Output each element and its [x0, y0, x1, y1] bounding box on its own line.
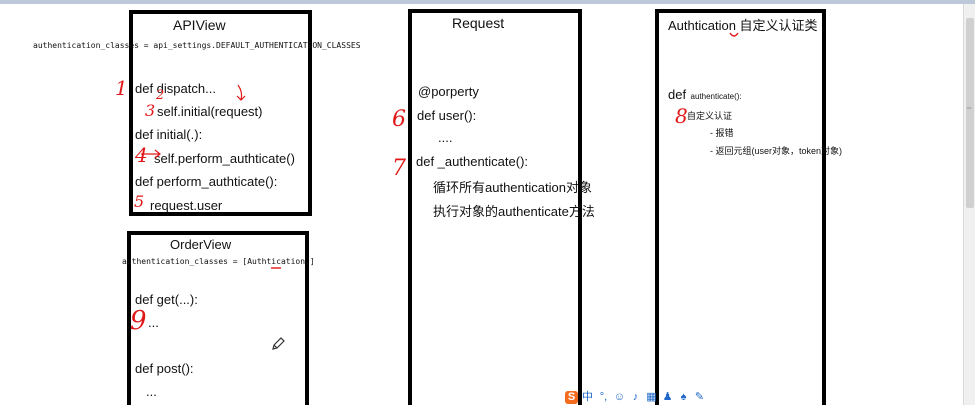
sogou-logo-icon[interactable]: S	[565, 390, 578, 404]
red-arrow-icon	[236, 84, 246, 101]
user-icon[interactable]: ♟	[662, 390, 673, 403]
request-line-loop: 循环所有authentication对象	[433, 180, 592, 195]
orderview-title: OrderView	[170, 237, 232, 252]
def-keyword: def	[668, 87, 687, 102]
request-line-ellipsis: ....	[438, 130, 453, 145]
punctuation-icon[interactable]: °,	[599, 390, 608, 403]
tools-icon[interactable]: ✎	[694, 390, 705, 403]
step-number: 5	[134, 192, 145, 211]
step-number: 9	[130, 306, 147, 336]
scrollbar-grip-icon: ═	[967, 106, 972, 112]
apiview-line-request-user: request.user	[150, 198, 223, 213]
def-name: authenticate():	[690, 92, 742, 101]
apiview-line-initial-call: self.initial(request)	[157, 104, 263, 119]
step-number: 1	[115, 76, 128, 100]
window-top-edge	[0, 0, 975, 4]
orderview-line-post-body: ...	[146, 384, 157, 399]
request-title: Request	[452, 15, 505, 31]
authtication-line-error: - 报错	[710, 128, 734, 138]
apiview-line-initial-def: def initial(.):	[135, 127, 203, 142]
step-number: 2	[156, 88, 165, 103]
request-box	[408, 9, 582, 405]
red-tick-mark	[271, 267, 281, 269]
apiview-title: APIView	[173, 17, 226, 33]
authtication-line-custom: 自定义认证	[687, 111, 733, 121]
step-number: 3	[145, 101, 156, 120]
orderview-line-post: def post():	[135, 361, 194, 376]
orderview-line-get-body: ...	[148, 315, 159, 330]
authtication-line-return: - 返回元组(user对象，token对象)	[710, 146, 843, 156]
apiview-config: authentication_classes = api_settings.DE…	[33, 41, 361, 50]
request-line-def-user: def user():	[417, 108, 477, 123]
request-line-property: @porperty	[418, 84, 479, 99]
ime-toolbar[interactable]: S 中 °, ☺ ♪ ▦ ♟ ♠ ✎	[565, 389, 706, 405]
authtication-box	[655, 9, 826, 405]
keyboard-icon[interactable]: ▦	[646, 390, 657, 403]
red-arrow-icon	[141, 149, 161, 159]
authtication-title: Authtication 自定义认证类	[668, 18, 818, 33]
authtication-def: def authenticate():	[668, 86, 742, 104]
step-number: 6	[392, 107, 406, 132]
orderview-config: authentication_classes = [Authtication,]	[122, 257, 315, 266]
orderview-box	[127, 231, 309, 405]
request-line-def-authenticate: def _authenticate():	[416, 154, 529, 169]
apiview-line-perform-call: self.perform_authticate()	[154, 151, 295, 166]
step-number: 7	[392, 156, 406, 181]
step-number: 8	[675, 104, 688, 128]
step-number: 4	[135, 143, 148, 167]
red-tick-mark	[729, 32, 739, 37]
apiview-box	[129, 10, 312, 216]
emoji-icon[interactable]: ☺	[613, 390, 626, 403]
vertical-scrollbar[interactable]	[963, 4, 975, 405]
skin-icon[interactable]: ♠	[680, 390, 687, 403]
apiview-line-perform-def: def perform_authticate():	[135, 174, 278, 189]
scrollbar-thumb[interactable]	[966, 18, 974, 208]
chinese-mode-icon[interactable]: 中	[582, 390, 593, 403]
microphone-icon[interactable]: ♪	[632, 390, 639, 403]
orderview-line-get: def get(...):	[135, 292, 198, 307]
request-line-execute: 执行对象的authenticate方法	[433, 204, 595, 219]
pencil-icon[interactable]	[270, 336, 286, 352]
apiview-line-dispatch: def dispatch...	[135, 81, 216, 96]
